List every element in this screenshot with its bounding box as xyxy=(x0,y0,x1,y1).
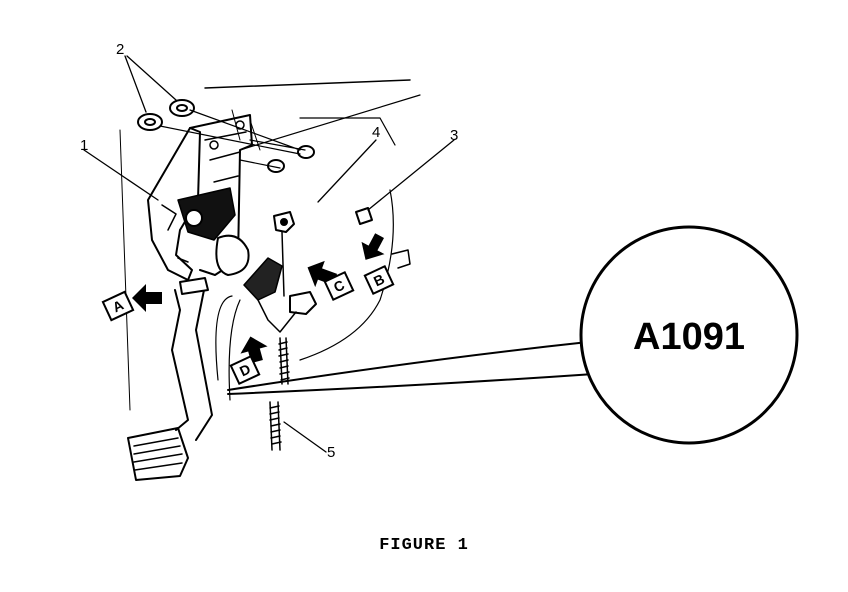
mounting-tab xyxy=(391,249,411,269)
panel-contour xyxy=(299,189,394,361)
view-arrow-c: C xyxy=(307,260,355,302)
callout-4: 4 xyxy=(372,124,380,141)
panel-line xyxy=(239,94,421,151)
dash-edge-line xyxy=(119,129,131,411)
callout-2-leaders xyxy=(124,55,177,113)
switch-wiring xyxy=(215,295,241,401)
view-arrow-b: B xyxy=(361,233,395,296)
panel-line xyxy=(299,117,396,146)
callout-3-leader xyxy=(367,139,455,211)
arrow-d-label-box xyxy=(229,354,261,386)
bracket-nut-left xyxy=(137,113,163,131)
arrow-a-icon xyxy=(132,284,162,312)
view-arrow-d: D xyxy=(229,336,268,386)
firewall-edge-line xyxy=(204,79,411,89)
threaded-rod-upper xyxy=(278,337,290,385)
pedal-return-cam xyxy=(215,234,250,276)
bracket-hole xyxy=(209,140,219,150)
callout-4-leader xyxy=(317,139,377,203)
threaded-rod-lower xyxy=(269,401,282,451)
pedal-bracket xyxy=(189,114,253,276)
part-number-badge-circle xyxy=(579,225,799,445)
bracket-ribs xyxy=(204,131,247,183)
pivot-bolt xyxy=(185,209,203,227)
bracket-hole xyxy=(235,120,245,130)
callout-3: 3 xyxy=(450,127,458,144)
stud-nut xyxy=(297,145,315,159)
stop-lamp-switch xyxy=(243,257,283,301)
bracket-nut-left-bore xyxy=(144,118,156,126)
pushrod xyxy=(281,231,285,297)
callout-5: 5 xyxy=(327,444,335,461)
bracket-nut-right-bore xyxy=(176,104,188,112)
arrow-b-label-box xyxy=(363,264,395,296)
arrow-b-icon xyxy=(361,233,385,260)
figure-caption: FIGURE 1 xyxy=(379,536,469,555)
magnifier-line-upper xyxy=(227,341,589,391)
mounting-screw xyxy=(355,207,373,225)
pedal-arm-upper xyxy=(147,127,201,281)
part-number-badge-text: A1091 xyxy=(633,316,745,358)
pushrod-clip xyxy=(289,291,317,315)
pedal-arm-joint xyxy=(179,277,209,295)
bracket-nut-right xyxy=(169,99,195,117)
pedal-pad-tread xyxy=(133,437,183,471)
callout-1-leader xyxy=(83,149,159,201)
nut-center xyxy=(280,218,288,226)
pedal-arm-lower xyxy=(171,284,213,441)
pedal-arm-detail xyxy=(161,204,189,263)
callout-1: 1 xyxy=(80,137,88,154)
view-arrow-a: A xyxy=(101,284,162,322)
callout-2: 2 xyxy=(116,41,124,58)
fastener-alignment-lines xyxy=(159,109,306,169)
callout-5-leader xyxy=(283,421,327,453)
magnifier-line-lower xyxy=(227,373,595,395)
switch-bracket xyxy=(257,299,297,333)
pivot-mechanism xyxy=(177,187,236,241)
arrow-d-icon xyxy=(240,336,268,364)
arrow-c-label-box xyxy=(323,270,355,302)
pedal-pad xyxy=(127,427,189,481)
arrow-a-label-box xyxy=(101,290,135,322)
